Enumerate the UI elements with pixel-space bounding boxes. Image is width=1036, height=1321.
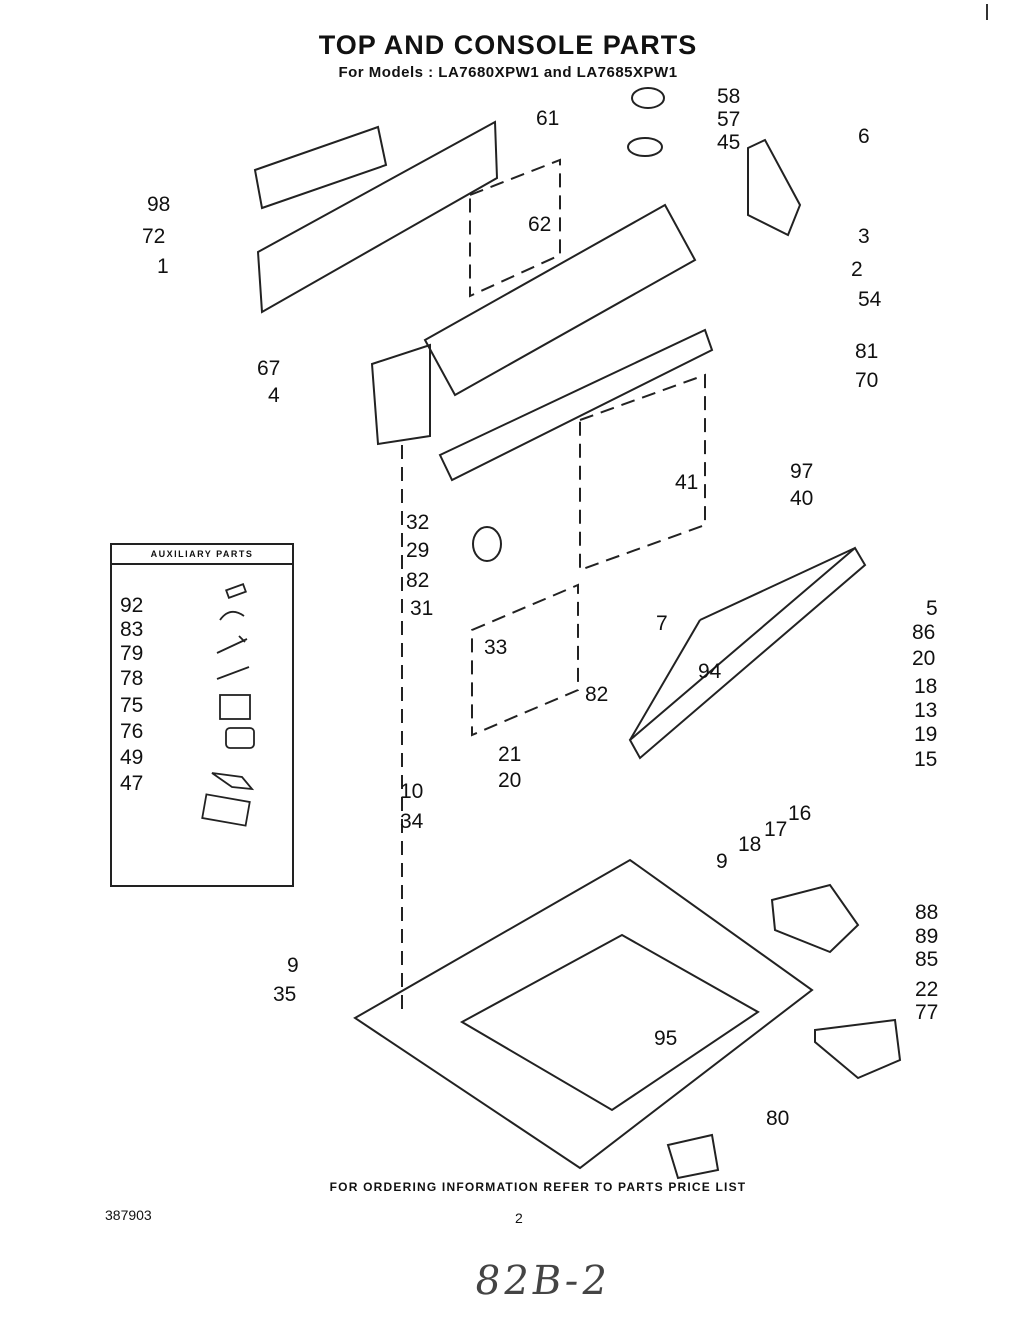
callout-6: 6 <box>858 125 870 148</box>
part-80-shape <box>666 1133 720 1180</box>
auxiliary-parts-art <box>201 583 255 827</box>
callout-5: 5 <box>926 597 938 620</box>
callout-45: 45 <box>717 131 741 154</box>
callout-16: 16 <box>788 802 812 825</box>
callout-81: 81 <box>855 340 879 363</box>
page-title: TOP AND CONSOLE PARTS <box>318 30 698 60</box>
rear-panel-shape <box>256 120 499 314</box>
lid-frame-shape <box>628 546 867 760</box>
callout-29: 29 <box>406 539 430 562</box>
end-cap-right-shape <box>747 138 802 237</box>
callout-13: 13 <box>914 699 938 722</box>
callout-17: 17 <box>764 818 788 841</box>
aux-item-92: 92 <box>120 594 144 617</box>
aux-item-83: 83 <box>120 618 144 641</box>
callout-62: 62 <box>528 213 552 236</box>
callout-61: 61 <box>536 107 560 130</box>
callout-40: 40 <box>790 487 814 510</box>
callout-9b: 9 <box>287 954 299 977</box>
callout-82: 82 <box>406 569 430 592</box>
skirt-57-shape <box>627 137 663 157</box>
aux-item-78: 78 <box>120 667 144 690</box>
callout-97: 97 <box>790 460 814 483</box>
callout-18: 18 <box>914 675 938 698</box>
models-subtitle: For Models : LA7680XPW1 and LA7685XPW1 <box>338 64 678 81</box>
callout-98: 98 <box>147 193 171 216</box>
callout-80: 80 <box>766 1107 790 1130</box>
callout-22: 22 <box>915 978 939 1001</box>
callout-31: 31 <box>410 597 434 620</box>
callout-34: 34 <box>400 810 424 833</box>
knob-58-shape <box>631 87 665 109</box>
callout-57: 57 <box>717 108 741 131</box>
callout-86: 86 <box>912 621 936 644</box>
callout-20: 20 <box>912 647 936 670</box>
callout-4: 4 <box>268 384 280 407</box>
control-panel-shape <box>423 203 697 397</box>
callout-32: 32 <box>406 511 430 534</box>
callout-1: 1 <box>157 255 169 278</box>
end-cap-shape <box>370 343 431 446</box>
washer-top-shape <box>353 858 814 1170</box>
callout-10: 10 <box>400 780 424 803</box>
callout-95: 95 <box>654 1027 678 1050</box>
callout-3: 3 <box>858 225 870 248</box>
page-number: 2 <box>515 1210 523 1226</box>
callout-54: 54 <box>858 288 882 311</box>
callout-67: 67 <box>257 357 281 380</box>
callout-15: 15 <box>914 748 938 771</box>
callout-77: 77 <box>915 1001 939 1024</box>
callout-19: 19 <box>914 723 938 746</box>
group-31-box <box>471 583 579 737</box>
aux-item-76: 76 <box>120 720 144 743</box>
callout-89: 89 <box>915 925 939 948</box>
callout-18b: 18 <box>738 833 762 856</box>
group-40-box <box>579 373 706 572</box>
callout-72: 72 <box>142 225 166 248</box>
callout-94: 94 <box>698 660 722 683</box>
callout-70: 70 <box>855 369 879 392</box>
top-opening-shape <box>459 933 760 1112</box>
callout-88: 88 <box>915 901 939 924</box>
part-77-shape <box>814 1018 902 1080</box>
callout-20b: 20 <box>498 769 522 792</box>
callout-21: 21 <box>498 743 522 766</box>
aux-item-49: 49 <box>120 746 144 769</box>
callout-82b: 82 <box>585 683 609 706</box>
callout-7: 7 <box>656 612 668 635</box>
timer-29-shape <box>472 526 502 562</box>
ordering-note: FOR ORDERING INFORMATION REFER TO PARTS … <box>329 1180 747 1194</box>
aux-item-79: 79 <box>120 642 144 665</box>
corner-mark <box>986 4 988 20</box>
callout-41: 41 <box>675 471 699 494</box>
document-number: 387903 <box>105 1207 152 1223</box>
callout-33: 33 <box>484 636 508 659</box>
callout-58: 58 <box>717 85 741 108</box>
callout-9: 9 <box>716 850 728 873</box>
callout-2: 2 <box>851 258 863 281</box>
auxiliary-parts-box: AUXILIARY PARTS 92 83 79 78 75 76 49 47 <box>110 543 294 887</box>
bracket-shape <box>253 125 388 210</box>
auxiliary-parts-heading: AUXILIARY PARTS <box>112 545 292 565</box>
handwritten-note: 82B-2 <box>471 1258 614 1304</box>
aux-item-75: 75 <box>120 694 144 717</box>
console-base-shape <box>438 328 714 482</box>
callout-85: 85 <box>915 948 939 971</box>
trim-piece-shape <box>770 883 860 954</box>
callout-35: 35 <box>273 983 297 1006</box>
aux-item-47: 47 <box>120 772 144 795</box>
